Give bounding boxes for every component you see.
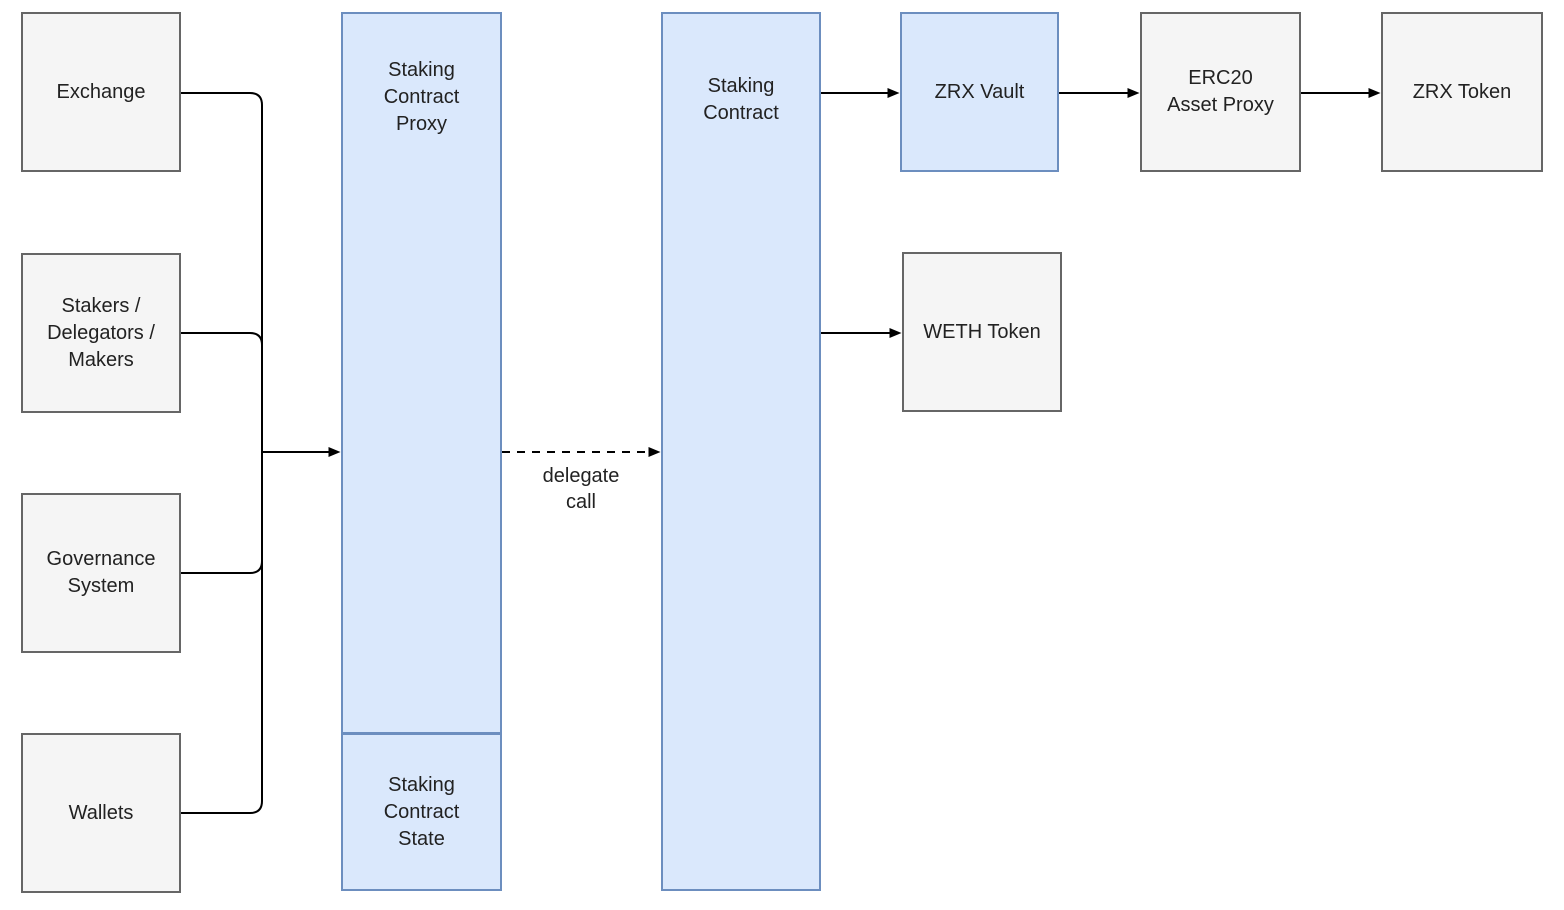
edge-stakers-to-bus bbox=[181, 332, 263, 452]
edge-wallets-to-bus bbox=[181, 452, 263, 814]
edge-label-delegate-call: delegate call bbox=[542, 465, 620, 513]
node-staking-contract-proxy: Staking Contract Proxy bbox=[341, 12, 502, 734]
node-zrx-vault-label: ZRX Vault bbox=[934, 80, 1025, 103]
node-wallets-label: Wallets bbox=[68, 801, 134, 824]
node-stakers-delegators-makers-label: Stakers / Delegators / Makers bbox=[47, 294, 155, 371]
node-zrx-vault: ZRX Vault bbox=[900, 12, 1059, 172]
node-erc20-asset-proxy-label: ERC20 Asset Proxy bbox=[1167, 67, 1274, 116]
node-wallets: Wallets bbox=[21, 733, 181, 893]
node-governance-system-label: Governance System bbox=[46, 548, 156, 597]
edge-governance-to-bus bbox=[181, 452, 263, 574]
node-staking-contract-label: Staking Contract bbox=[703, 75, 779, 124]
node-staking-contract: Staking Contract bbox=[661, 12, 821, 891]
node-staking-contract-state-label: Staking Contract State bbox=[383, 773, 460, 850]
node-staking-contract-state: Staking Contract State bbox=[341, 733, 502, 891]
node-zrx-token-label: ZRX Token bbox=[1412, 80, 1512, 103]
node-erc20-asset-proxy: ERC20 Asset Proxy bbox=[1140, 12, 1301, 172]
node-exchange: Exchange bbox=[21, 12, 181, 172]
node-staking-contract-proxy-label: Staking Contract Proxy bbox=[383, 59, 460, 135]
node-weth-token: WETH Token bbox=[902, 252, 1062, 412]
node-exchange-label: Exchange bbox=[56, 80, 146, 103]
node-governance-system: Governance System bbox=[21, 493, 181, 653]
node-stakers-delegators-makers: Stakers / Delegators / Makers bbox=[21, 253, 181, 413]
node-zrx-token: ZRX Token bbox=[1381, 12, 1543, 172]
edge-exchange-to-bus bbox=[181, 92, 263, 452]
node-weth-token-label: WETH Token bbox=[923, 320, 1041, 343]
